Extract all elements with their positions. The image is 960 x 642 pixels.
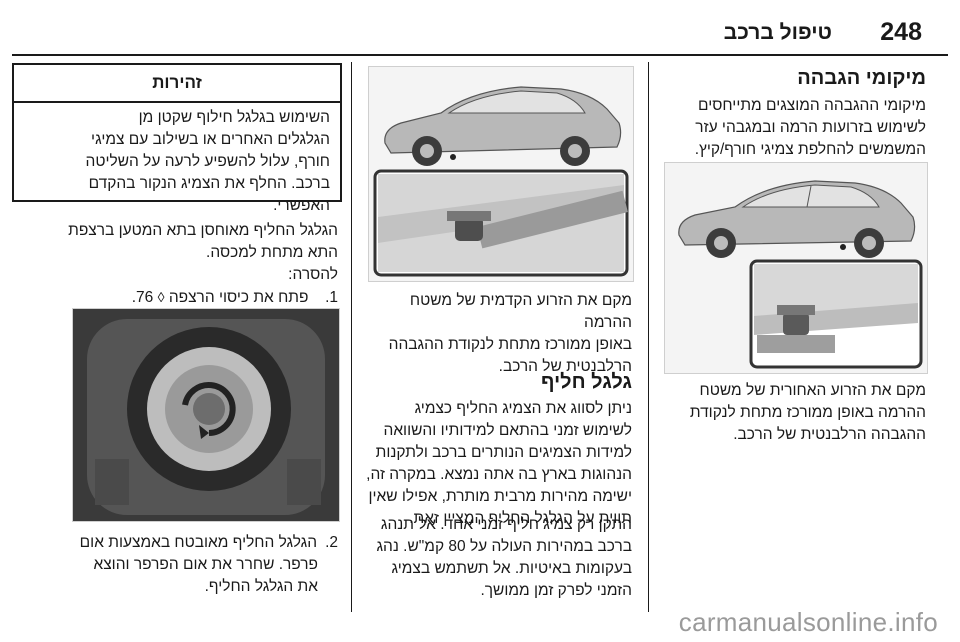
caution-notice-title: זהירות bbox=[14, 65, 340, 103]
front-lifting-point-figure bbox=[368, 66, 634, 282]
text-line: לשימוש בזרועות הרמה ובמגבהי עזר bbox=[695, 119, 926, 136]
text-line: מיקומי ההגבהה המוצגים מתייחסים bbox=[698, 97, 926, 114]
text-line: השימוש בגלגל חילוף שקטן מן bbox=[138, 109, 330, 126]
text-line: חורף, עלול להשפיע לרעה על השליטה bbox=[85, 153, 330, 170]
step-page-ref: 76 bbox=[136, 289, 154, 306]
step-number: 1. bbox=[325, 289, 338, 306]
text-line: ברכב במהירות העולה על 80 קמ"ש. נהג bbox=[376, 538, 632, 555]
text-line: תווית על הגלגל החליף המציין זאת. bbox=[409, 510, 632, 527]
text-line: הרלבנטית של הרכב. bbox=[498, 358, 632, 375]
spare-wheel-heading: גלגל חליף bbox=[541, 371, 632, 393]
text-line: האפשרי. bbox=[273, 197, 330, 214]
text-line: הגלגל החליף מאוחסן בתא המטען ברצפת bbox=[68, 222, 338, 239]
text-line: ברכב. החלף את הצמיג הנקור בהקדם bbox=[88, 175, 330, 192]
text-line: פרפר. שחרר את אום הפרפר והוצא bbox=[93, 556, 318, 573]
text-line: הגלגל החליף מאובטח באמצעות אום bbox=[79, 534, 318, 551]
front-lifting-car-illustration bbox=[369, 67, 633, 281]
spare-wheel-paragraph-2: התקן רק צמיג חליף זמני אחד. אל תנהג ברכב… bbox=[352, 514, 632, 602]
front-lifting-caption: מקם את הזרוע הקדמית של משטח ההרמה באופן … bbox=[362, 290, 632, 378]
text-line: לשימוש זמני בהתאם למידותיו והשוואה bbox=[383, 422, 633, 439]
page-reference-icon: ◊ bbox=[157, 289, 165, 305]
caution-notice-box: זהירות השימוש בגלגל חילוף שקטן מן הגלגלי… bbox=[12, 63, 342, 214]
lifting-points-heading: מיקומי הגבהה bbox=[797, 67, 926, 89]
text-line: ישימה מהירות מרבית מותרת, אפילו שאין bbox=[368, 488, 632, 505]
caution-notice-text: השימוש בגלגל חילוף שקטן מן הגלגלים האחרי… bbox=[22, 107, 330, 217]
text-line: המשמשים להחלפת צמיגי חורף/קיץ. bbox=[694, 141, 926, 158]
rear-lifting-point-figure bbox=[664, 162, 928, 374]
text-line: הנהוגות בארץ בה אתה נמצא. במקרה זה, bbox=[366, 466, 632, 483]
step-text: פתח את כיסוי הרצפה bbox=[168, 289, 309, 306]
text-line: הגלגלים האחרים או בשילוב עם צמיגי bbox=[91, 131, 330, 148]
step-1: 1. פתח את כיסוי הרצפה ◊ 76. bbox=[131, 289, 338, 306]
text-line: באופן ממורכז מתחת לנקודת ההגבהה bbox=[388, 336, 632, 353]
column-divider-left bbox=[351, 62, 352, 612]
rear-lifting-caption: מקם את הזרוע האחורית של משטח ההרמה באופן… bbox=[646, 380, 926, 446]
rear-lifting-car-illustration bbox=[665, 163, 927, 373]
text-line: ניתן לסווג את הצמיג החליף כצמיג bbox=[414, 400, 632, 417]
spare-wheel-illustration bbox=[73, 309, 339, 521]
text-line: מקם את הזרוע הקדמית של משטח ההרמה bbox=[409, 292, 632, 331]
text-line: התא מתחת למכסה. bbox=[206, 244, 338, 261]
spare-wheel-storage-text: הגלגל החליף מאוחסן בתא המטען ברצפת התא מ… bbox=[18, 220, 338, 264]
text-line: התקן רק צמיג חליף זמני אחד. אל תנהג bbox=[380, 516, 632, 533]
column-divider-right bbox=[648, 62, 649, 612]
step-2: 2. הגלגל החליף מאובטח באמצעות אום פרפר. ש… bbox=[18, 532, 338, 598]
watermark: carmanualsonline.info bbox=[678, 607, 938, 637]
spare-wheel-paragraph-1: ניתן לסווג את הצמיג החליף כצמיג לשימוש ז… bbox=[352, 398, 632, 530]
header-rule bbox=[12, 54, 948, 56]
text-line: את הגלגל החליף. bbox=[204, 578, 318, 595]
text-line: ההגבהה הרלבנטית של הרכב. bbox=[733, 426, 926, 443]
text-line: הזמני לפרק זמן ממושך. bbox=[480, 582, 632, 599]
text-line: למידות הצמיגים הנותרים ברכב ולתקנות bbox=[375, 444, 632, 461]
lifting-points-intro: מיקומי ההגבהה המוצגים מתייחסים לשימוש בז… bbox=[656, 95, 926, 161]
text-line: מקם את הזרוע האחורית של משטח bbox=[699, 382, 926, 399]
text-line: בעקומות באיטיות. אל תשתמש בצמיג bbox=[391, 560, 633, 577]
page-number: 248 bbox=[880, 18, 922, 46]
text-line: ההרמה באופן ממורכז מתחת לנקודת bbox=[689, 404, 926, 421]
spare-wheel-well-figure bbox=[72, 308, 340, 522]
removal-label: להסרה: bbox=[288, 266, 338, 283]
step-number: 2. bbox=[325, 534, 338, 551]
section-title: טיפול ברכב bbox=[723, 21, 832, 44]
